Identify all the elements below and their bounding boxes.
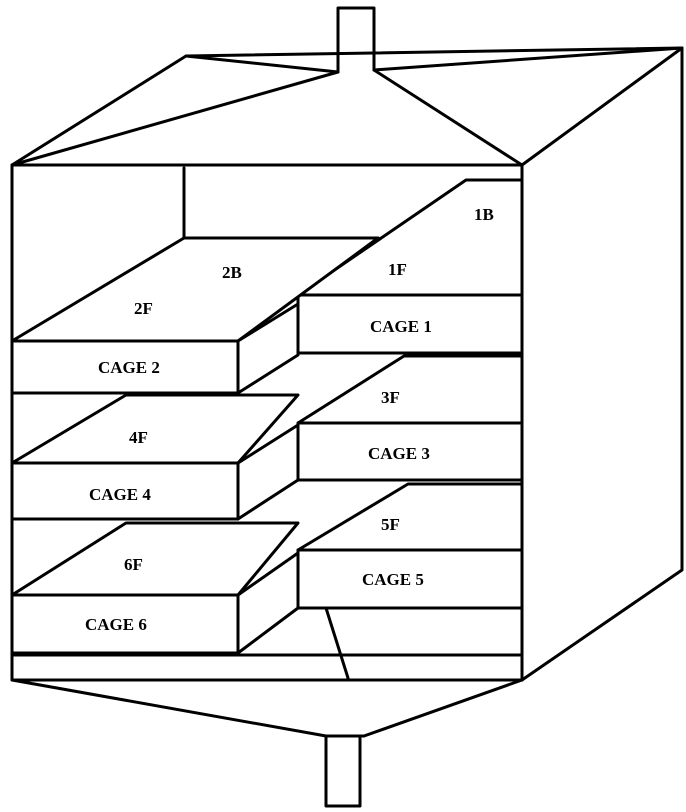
label-cage-3: CAGE 3 <box>368 444 430 463</box>
base-support <box>324 606 350 680</box>
top-hood <box>10 46 684 167</box>
label-1b: 1B <box>474 205 494 224</box>
label-5f: 5F <box>381 515 400 534</box>
cage-2-tier <box>10 236 380 395</box>
label-2f: 2F <box>134 299 153 318</box>
label-4f: 4F <box>129 428 148 447</box>
label-cage-1: CAGE 1 <box>370 317 432 336</box>
label-cage-2: CAGE 2 <box>98 358 160 377</box>
right-side-panel <box>520 46 684 682</box>
top-compartment-divider <box>182 166 380 240</box>
bottom-hopper <box>10 678 524 808</box>
cage-3-tier <box>296 354 524 482</box>
top-exhaust-pipe <box>336 6 376 74</box>
label-1f: 1F <box>388 260 407 279</box>
label-cage-4: CAGE 4 <box>89 485 151 504</box>
label-cage-6: CAGE 6 <box>85 615 147 634</box>
label-6f: 6F <box>124 555 143 574</box>
label-cage-5: CAGE 5 <box>362 570 424 589</box>
cage-1-tier <box>296 178 524 355</box>
cage-5-tier <box>296 482 524 610</box>
label-3f: 3F <box>381 388 400 407</box>
cage-4-tier <box>10 393 300 521</box>
cage-6-tier <box>10 521 300 655</box>
label-2b: 2B <box>222 263 242 282</box>
